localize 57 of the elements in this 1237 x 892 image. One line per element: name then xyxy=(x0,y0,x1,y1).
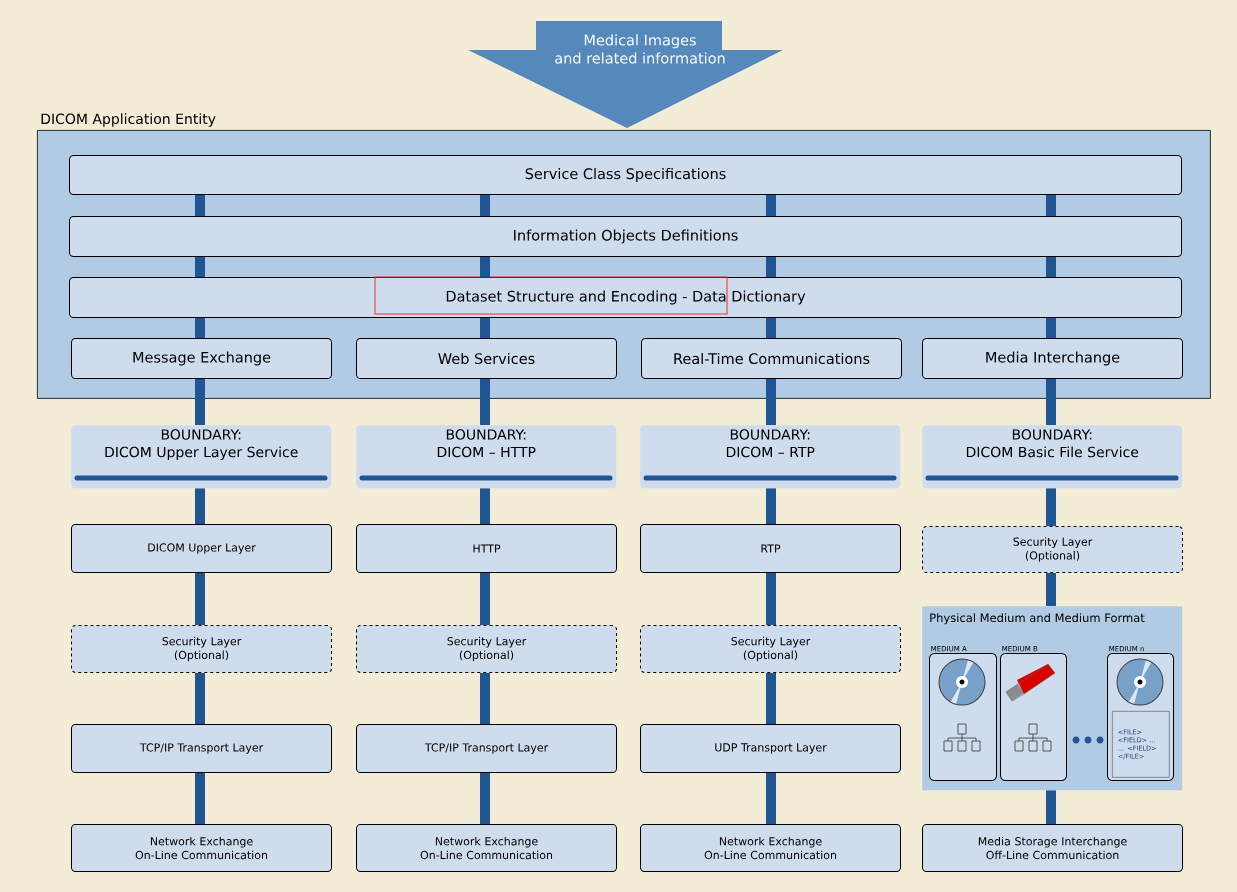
node-label: DICOM Application Entity xyxy=(41,113,216,127)
connector-bar xyxy=(480,573,490,625)
layer-box: Network Exchange On-Line Communication xyxy=(640,824,901,872)
connector-bar xyxy=(766,573,776,625)
connector-bar xyxy=(1046,195,1056,216)
connector-bar xyxy=(766,257,776,277)
connector-bar xyxy=(480,257,490,277)
layer-box: Web Services xyxy=(356,338,617,379)
connector-bar xyxy=(480,488,490,524)
optional-layer-box: Security Layer (Optional) xyxy=(640,625,901,673)
connector-bar xyxy=(195,318,205,338)
optional-layer-box: Security Layer (Optional) xyxy=(922,526,1183,573)
connector-bar xyxy=(195,257,205,277)
connector-bar xyxy=(1046,573,1056,606)
connector-bar xyxy=(1046,379,1056,425)
connector-bar xyxy=(766,488,776,524)
layer-box: Real-Time Communications xyxy=(641,338,902,379)
layer-box: TCP/IP Transport Layer xyxy=(71,724,332,773)
connector-bar xyxy=(480,379,490,425)
connector-bar xyxy=(1046,488,1056,526)
layer-box: Service Class Specifications xyxy=(69,155,1182,195)
boundary-box: BOUNDARY: DICOM Basic File Service xyxy=(922,425,1183,489)
connector-bar xyxy=(1046,257,1056,277)
connector-bar xyxy=(480,773,490,824)
connector-bar xyxy=(1046,790,1056,824)
connector-bar xyxy=(195,195,205,216)
connector-bar xyxy=(480,673,490,724)
layer-box: Network Exchange On-Line Communication xyxy=(71,824,332,872)
connector-bar xyxy=(195,673,205,724)
layer-box: Dataset Structure and Encoding - Data Dictionary xyxy=(69,277,1182,318)
layer-box: HTTP xyxy=(356,524,617,573)
connector-bar xyxy=(766,195,776,216)
connector-bar xyxy=(766,318,776,338)
connector-bar xyxy=(480,195,490,216)
layer-box: DICOM Upper Layer xyxy=(71,524,332,573)
layer-box: Message Exchange xyxy=(71,338,332,379)
optional-layer-box: Security Layer (Optional) xyxy=(356,625,617,673)
layer-box: TCP/IP Transport Layer xyxy=(356,724,617,773)
connector-bar xyxy=(766,379,776,425)
connector-bar xyxy=(195,379,205,425)
boundary-box: BOUNDARY: DICOM – RTP xyxy=(640,425,901,489)
layer-box: UDP Transport Layer xyxy=(640,724,901,773)
optional-layer-box: Security Layer (Optional) xyxy=(71,625,332,673)
layer-box: Media Storage Interchange Off-Line Communication xyxy=(922,824,1183,872)
connector-bar xyxy=(195,773,205,824)
boundary-box: BOUNDARY: DICOM – HTTP xyxy=(356,425,617,489)
connector-bar xyxy=(480,318,490,338)
connector-bar xyxy=(195,488,205,524)
connector-bar xyxy=(766,673,776,724)
boundary-box: BOUNDARY: DICOM Upper Layer Service xyxy=(71,425,332,489)
layer-box: RTP xyxy=(640,524,901,573)
connector-bar xyxy=(1046,318,1056,338)
connector-bar xyxy=(766,773,776,824)
layer-box: Media Interchange xyxy=(922,338,1183,379)
layer-box: Network Exchange On-Line Communication xyxy=(356,824,617,872)
layer-box: Information Objects Definitions xyxy=(69,216,1182,257)
connector-bar xyxy=(195,573,205,625)
